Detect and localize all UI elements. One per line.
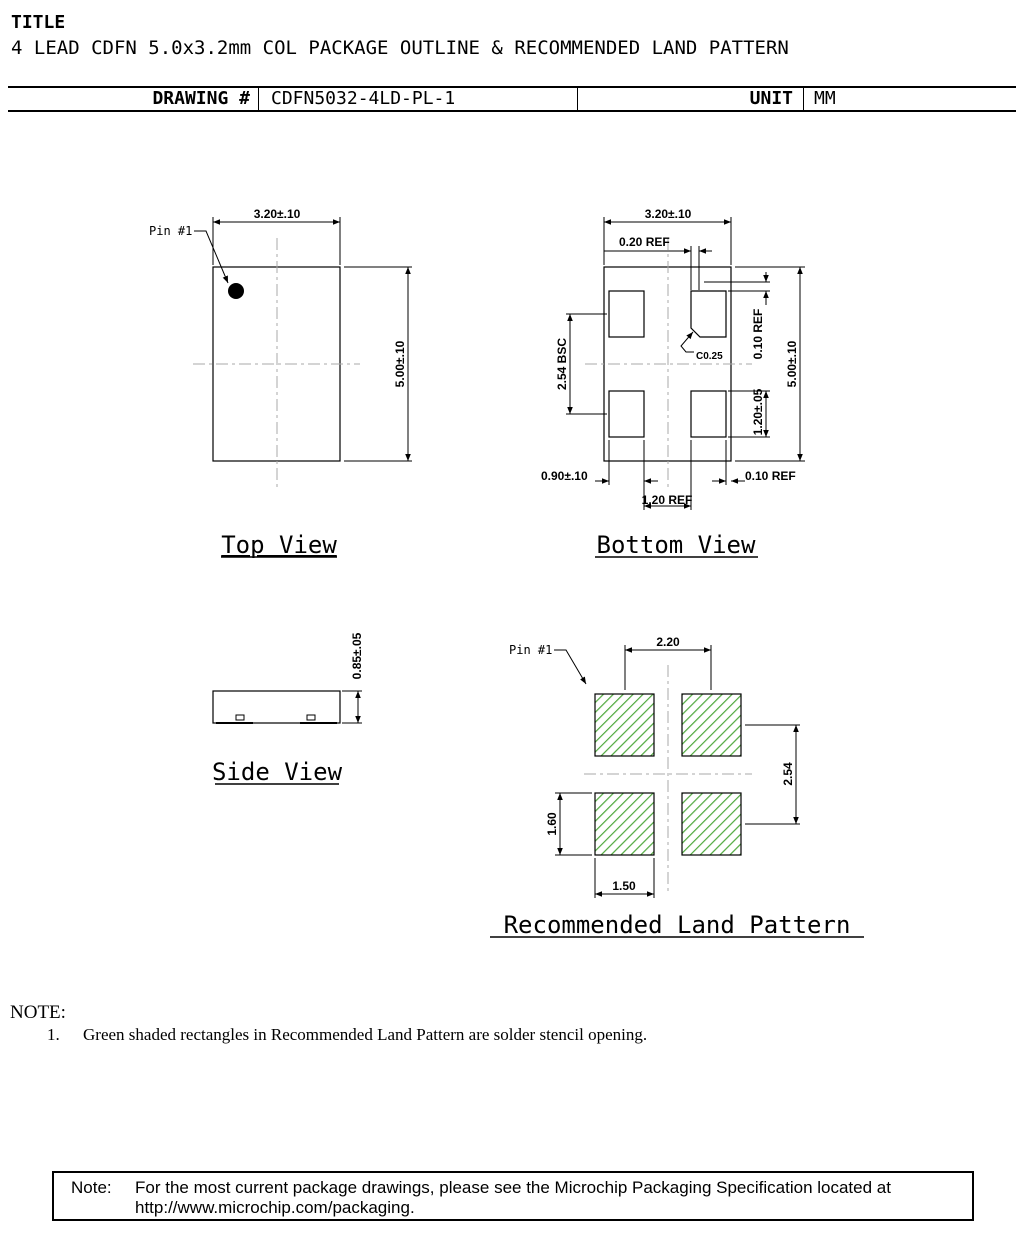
top-view-pin-label: Pin #1 [149, 224, 192, 238]
land-pad-bl [594, 792, 655, 856]
land-pattern-pitch-y: 2.54 [781, 762, 795, 786]
land-pattern-pad-width: 1.50 [612, 879, 636, 893]
side-view-thickness: 0.85±.05 [350, 632, 364, 679]
note-item-text: Green shaded rectangles in Recommended L… [83, 1025, 648, 1044]
drawing-number-value: CDFN5032-4LD-PL-1 [258, 88, 578, 110]
bottom-view-chamfer: C0.25 [696, 351, 723, 362]
bottom-view: 3.20±.10 0.20 REF 5.00±.10 0.10 REF C0.2… [541, 207, 805, 510]
land-pad-br [681, 792, 742, 856]
unit-label: UNIT [749, 88, 793, 109]
packaging-url: http://www.microchip.com/packaging. [135, 1198, 415, 1217]
bottom-view-pad-width: 0.90±.10 [541, 469, 588, 483]
bottom-view-top-ref: 0.10 REF [751, 309, 765, 360]
packaging-note-box: Note: For the most current package drawi… [52, 1171, 974, 1221]
top-view: Pin #1 3.20±.10 5.00±.10 [149, 207, 412, 490]
bottom-pad-bl [608, 390, 645, 438]
bottom-view-offset-ref: 0.20 REF [619, 235, 670, 249]
land-pad-tr [681, 693, 742, 757]
bottom-view-edge-ref: 0.10 REF [745, 469, 796, 483]
drawing-number-label: DRAWING # [152, 88, 250, 109]
unit-value: MM [803, 88, 903, 110]
bottom-view-pad-height: 1.20±.05 [751, 388, 765, 435]
bottom-view-gap-ref: 1.20 REF [642, 493, 693, 507]
note-item-number: 1. [47, 1025, 60, 1044]
land-pad-tl [594, 693, 655, 757]
side-view-caption: Side View [212, 758, 343, 786]
packaging-note-label: Note: [71, 1178, 112, 1197]
side-view: 0.85±.05 [212, 632, 364, 724]
packaging-note-text: For the most current package drawings, p… [135, 1178, 891, 1197]
title-label: TITLE [11, 12, 66, 33]
top-view-caption: Top View [221, 531, 337, 559]
pin1-dot-icon [228, 283, 244, 299]
top-view-height-dim: 5.00±.10 [393, 340, 407, 387]
land-pattern: Pin #1 2.20 2.54 1.60 1.50 [509, 635, 800, 898]
bottom-view-width-dim: 3.20±.10 [645, 207, 692, 221]
bottom-view-caption: Bottom View [597, 531, 756, 559]
package-drawing: Pin #1 3.20±.10 5.00±.10 3.20±.10 0.20 R… [149, 207, 864, 939]
land-pattern-pad-height: 1.60 [545, 812, 559, 836]
land-pattern-pin-label: Pin #1 [509, 643, 552, 657]
drawing-title: 4 LEAD CDFN 5.0x3.2mm COL PACKAGE OUTLIN… [11, 37, 789, 59]
top-view-width-dim: 3.20±.10 [254, 207, 301, 221]
bottom-view-pitch-bsc: 2.54 BSC [555, 338, 569, 390]
note-title: NOTE: [10, 1002, 66, 1023]
bottom-pad-tr [690, 290, 727, 338]
land-pattern-caption: Recommended Land Pattern [504, 911, 851, 939]
drawing-header-bar: DRAWING # CDFN5032-4LD-PL-1 UNIT MM [8, 86, 1016, 112]
bottom-view-height-dim: 5.00±.10 [785, 340, 799, 387]
side-view-body [212, 690, 341, 724]
bottom-pad-br [690, 390, 727, 438]
land-pattern-pitch-x: 2.20 [656, 635, 680, 649]
bottom-pad-tl [608, 290, 645, 338]
